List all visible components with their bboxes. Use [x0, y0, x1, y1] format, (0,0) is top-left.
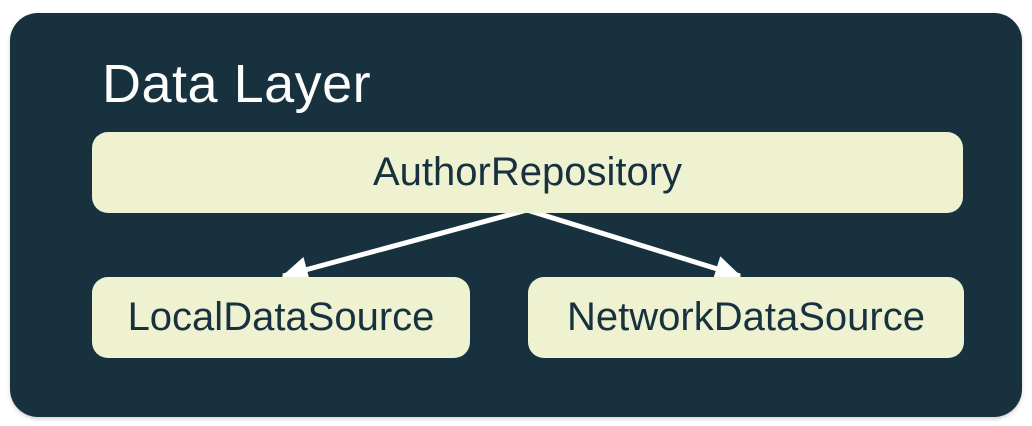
diagram-title: Data Layer — [102, 54, 372, 114]
node-network-data-source-label: NetworkDataSource — [567, 295, 925, 339]
node-local-data-source-label: LocalDataSource — [127, 295, 435, 339]
node-network-data-source: NetworkDataSource — [528, 277, 964, 358]
node-local-data-source: LocalDataSource — [92, 277, 470, 358]
node-author-repository-label: AuthorRepository — [372, 150, 683, 194]
node-author-repository: AuthorRepository — [92, 132, 963, 213]
